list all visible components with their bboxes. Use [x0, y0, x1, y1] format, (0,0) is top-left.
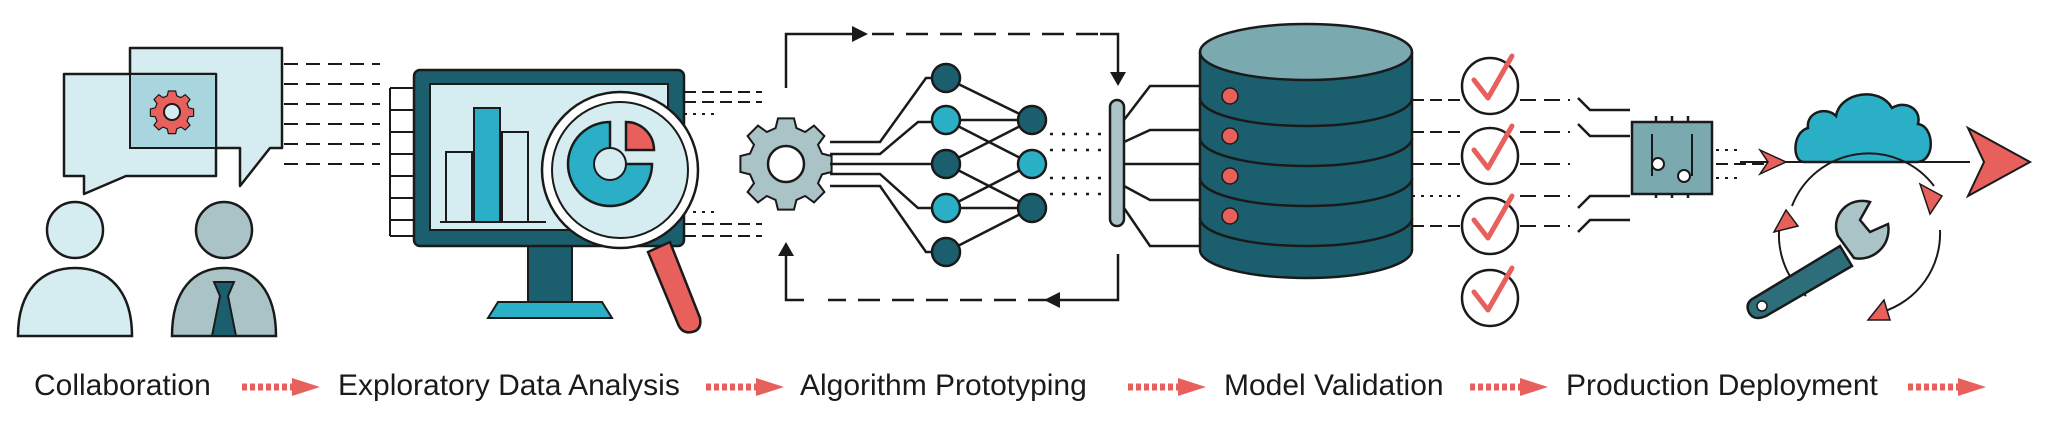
stage-label-deployment: Production Deployment [1566, 369, 1878, 402]
checkmark-icon [1460, 265, 1520, 328]
database-input-lines [1122, 84, 1200, 248]
microchip-icon [1630, 116, 1714, 198]
stage-label-eda: Exploratory Data Analysis [338, 369, 680, 402]
flow-arrow-icon [1908, 378, 1986, 396]
database-icon [1198, 22, 1414, 280]
gear-icon [149, 90, 195, 135]
checkmark-icon [1460, 123, 1520, 186]
stage-label-validation: Model Validation [1224, 369, 1444, 402]
collaboration-illustration [16, 46, 380, 338]
data-stream-lines [284, 63, 380, 165]
checkmark-icon [1460, 193, 1520, 256]
bar-chart-icon [440, 107, 546, 223]
checkmark-list [1460, 53, 1520, 328]
stage-labels: Collaboration Exploratory Data Analysis … [0, 366, 2048, 406]
gear-icon [739, 117, 833, 211]
flow-arrow-icon [242, 378, 320, 396]
network-input-lines [830, 76, 946, 254]
prototyping-illustration [739, 26, 1200, 308]
arrow-icon [1757, 148, 1788, 176]
flow-arrow-icon [1470, 378, 1548, 396]
switch-lines [1577, 97, 1630, 233]
deployment-illustration [1630, 93, 2033, 321]
flow-arrow-icon [1128, 378, 1206, 396]
stage-label-prototyping: Algorithm Prototyping [800, 369, 1087, 402]
neural-network-icon [930, 62, 1048, 268]
pie-chart-icon [566, 120, 656, 208]
dotted-connections [1050, 132, 1110, 196]
checkmark-icon [1460, 53, 1520, 116]
eda-illustration [389, 68, 762, 334]
connector-bar [1108, 98, 1126, 228]
flow-arrow-icon [706, 378, 784, 396]
wrench-icon [1746, 199, 1890, 320]
cycle-arrowheads [1772, 182, 1944, 321]
people-icon [16, 200, 278, 338]
stage-label-collaboration: Collaboration [34, 369, 211, 402]
loop-arrowheads [778, 26, 1126, 308]
validation-illustration [1198, 22, 1630, 328]
arrow-icon [1965, 125, 2033, 199]
validation-dash-lines [1412, 99, 1570, 227]
cloud-icon [1794, 93, 1932, 164]
chip-output-lines [1716, 149, 1766, 179]
feedback-loop [784, 32, 1120, 302]
output-dash-lines [684, 91, 762, 237]
